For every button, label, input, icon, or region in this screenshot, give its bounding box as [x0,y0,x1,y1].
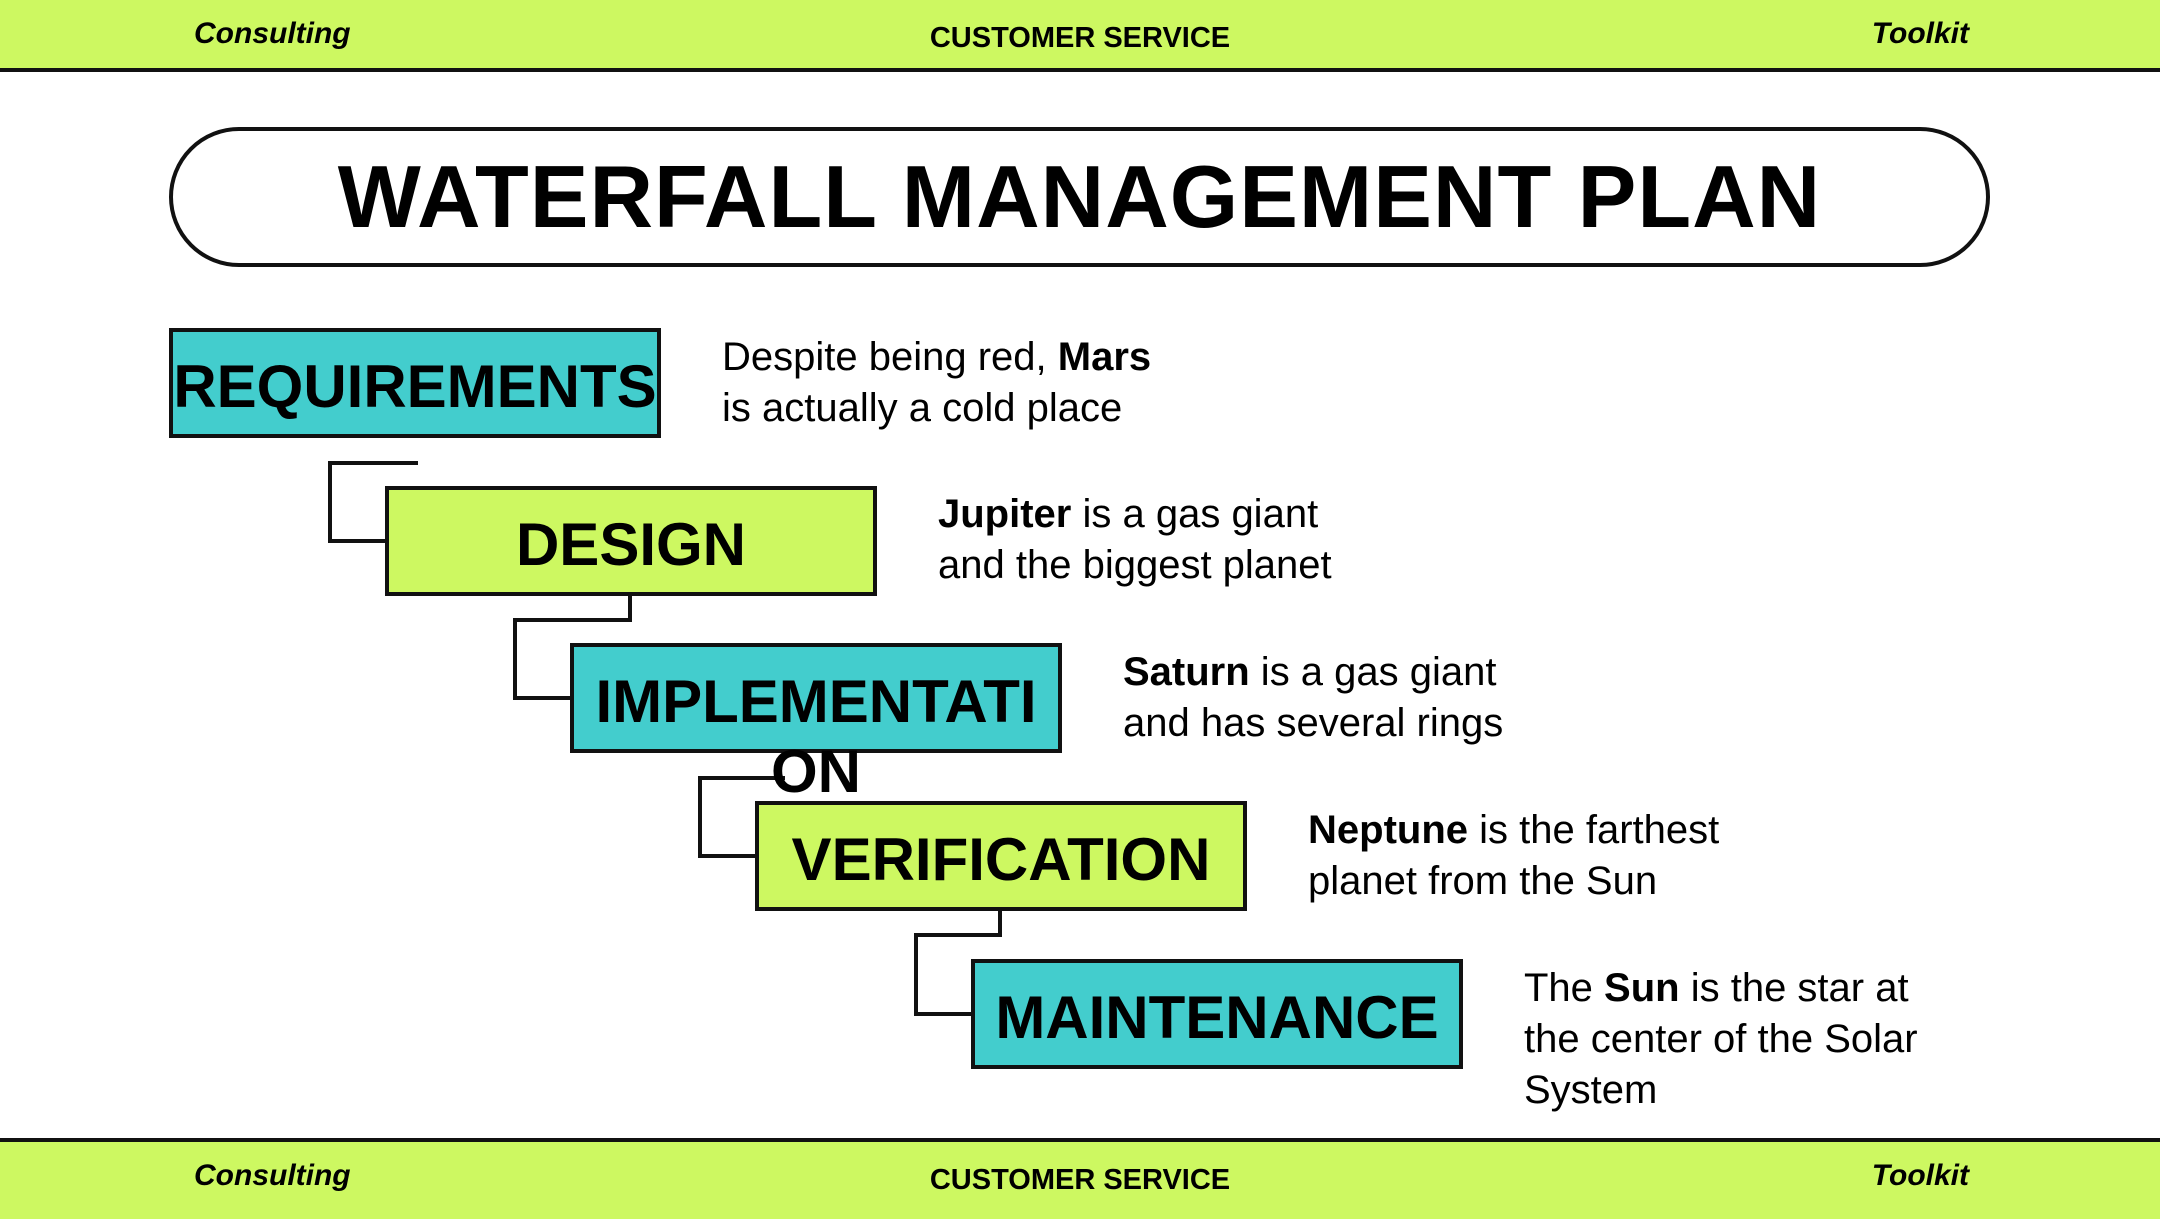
step-implementation: IMPLEMENTATION [570,643,1062,805]
desc-text: is the star at the center of the Solar S… [1524,966,1918,1112]
header-band: Consulting CUSTOMER SERVICE Toolkit [0,0,2160,72]
step-maintenance: MAINTENANCE [971,959,1463,1069]
footer-left-label: Consulting [194,1159,351,1192]
desc-text: is actually a cold place [722,386,1123,430]
desc-keyword: Jupiter [938,492,1072,536]
step-design: DESIGN [385,486,877,596]
step-description-requirements: Despite being red, Mars is actually a co… [722,332,1152,434]
desc-text: Despite being red, [722,335,1058,379]
connector-2 [513,595,632,700]
footer-center-label: CUSTOMER SERVICE [929,1164,1231,1196]
step-description-maintenance: The Sun is the star at the center of the… [1524,963,1954,1116]
step-description-verification: Neptune is the farthest planet from the … [1308,805,1738,907]
desc-keyword: Mars [1057,335,1152,379]
connector-3 [698,776,785,858]
desc-text: is the farthest planet from the Sun [1308,808,1720,903]
desc-keyword: Saturn [1123,650,1250,694]
step-description-design: Jupiter is a gas giant and the biggest p… [938,489,1368,591]
connector-4 [914,911,1002,1016]
desc-text: The [1524,966,1605,1010]
desc-text: is a gas giant and has several rings [1123,650,1504,745]
footer-right-label: Toolkit [1871,1159,1969,1192]
desc-keyword: Sun [1604,966,1680,1010]
footer-band: Consulting CUSTOMER SERVICE Toolkit [0,1138,2160,1219]
header-right-label: Toolkit [1871,17,1969,50]
step-description-implementation: Saturn is a gas giant and has several ri… [1123,647,1553,749]
header-center-label: CUSTOMER SERVICE [929,22,1231,54]
header-left-label: Consulting [194,17,351,50]
page-title: WATERFALL MANAGEMENT PLAN [169,127,1990,267]
step-verification: VERIFICATION [755,801,1247,911]
desc-text: is a gas giant and the biggest planet [938,492,1332,587]
step-requirements: REQUIREMENTS [169,328,661,438]
desc-keyword: Neptune [1308,808,1468,852]
connector-1 [328,461,418,543]
